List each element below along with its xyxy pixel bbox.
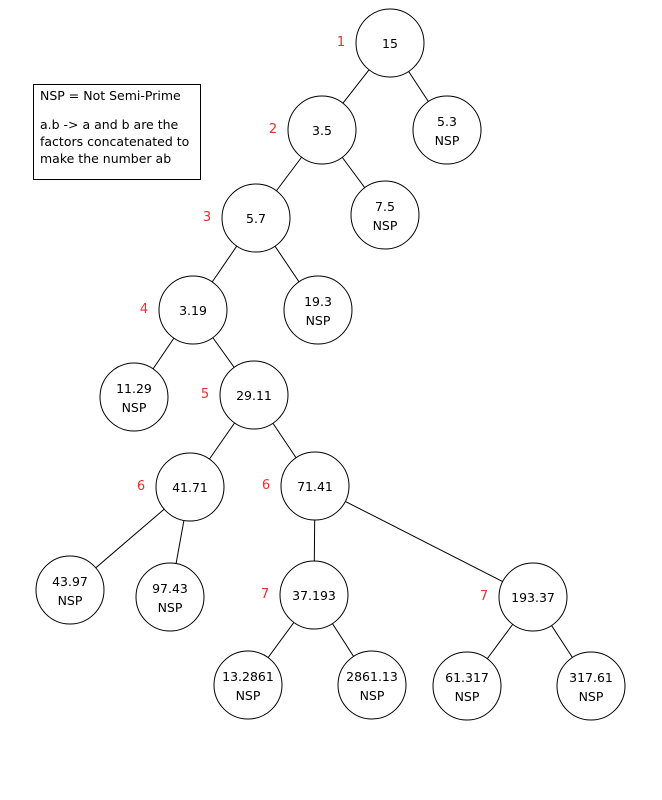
tree-node: 3.19 4	[140, 275, 228, 345]
node-circle	[155, 452, 225, 522]
step-number: 7	[261, 587, 269, 602]
node-nsp-label: NSP	[122, 400, 147, 415]
node-circle	[355, 8, 425, 78]
step-number: 5	[201, 387, 209, 402]
node-value: 5.3	[437, 114, 457, 129]
node-nsp-label: NSP	[435, 133, 460, 148]
node-circle	[158, 275, 228, 345]
node-circle	[287, 95, 357, 165]
node-value: 11.29	[116, 381, 152, 396]
node-circle	[283, 275, 353, 345]
node-circle	[221, 183, 291, 253]
node-nsp-label: NSP	[360, 688, 385, 703]
node-nsp-label: NSP	[455, 689, 480, 704]
tree-node: 15 1	[337, 8, 425, 78]
node-value: 61.317	[445, 670, 489, 685]
step-number: 3	[203, 210, 211, 225]
node-value: 29.11	[236, 388, 272, 403]
node-value: 15	[382, 36, 398, 51]
legend-box: NSP = Not Semi-Prime a.b -> a and b are …	[33, 84, 201, 180]
node-circle	[556, 651, 626, 721]
node-circle	[219, 360, 289, 430]
node-value: 37.193	[292, 588, 336, 603]
node-circle	[350, 180, 420, 250]
node-value: 5.7	[246, 211, 266, 226]
node-value: 13.2861	[222, 669, 274, 684]
node-circle	[280, 451, 350, 521]
tree-edge	[314, 485, 534, 598]
node-nsp-label: NSP	[158, 600, 183, 615]
node-circle	[99, 362, 169, 432]
node-circle	[337, 650, 407, 720]
tree-node: 37.193 7	[261, 560, 349, 630]
legend-notation-line-1: a.b -> a and b are the	[40, 117, 179, 132]
step-number: 6	[262, 478, 270, 493]
tree-node: 41.71 6	[137, 452, 225, 522]
tree-node: 3.52	[269, 95, 357, 165]
tree-node: 5.73	[203, 183, 291, 253]
node-nsp-label: NSP	[579, 689, 604, 704]
node-circle	[135, 562, 205, 632]
node-value: 41.71	[172, 480, 208, 495]
node-nsp-label: NSP	[58, 593, 83, 608]
step-number: 1	[337, 35, 345, 50]
node-circle	[432, 651, 502, 721]
step-number: 7	[480, 589, 488, 604]
node-circle	[279, 560, 349, 630]
node-value: 7.5	[375, 199, 395, 214]
node-value: 193.37	[511, 590, 555, 605]
node-value: 3.19	[179, 303, 207, 318]
node-value: 19.3	[304, 294, 332, 309]
node-circle	[498, 562, 568, 632]
legend-nsp-definition: NSP = Not Semi-Prime	[40, 88, 181, 103]
step-number: 4	[140, 302, 148, 317]
tree-node: 193.37 7	[480, 562, 568, 632]
tree-node: 71.41 6	[262, 451, 350, 521]
node-value: 71.41	[297, 479, 333, 494]
tree-nodes: 1513.525.3NSP5.737.5NSP3.19419.3NSP11.29…	[35, 8, 626, 721]
node-circle	[35, 555, 105, 625]
step-number: 2	[269, 122, 277, 137]
node-nsp-label: NSP	[373, 218, 398, 233]
step-number: 6	[137, 479, 145, 494]
node-value: 97.43	[152, 581, 188, 596]
node-value: 43.97	[52, 574, 88, 589]
node-nsp-label: NSP	[306, 313, 331, 328]
legend-notation-line-2: factors concatenated to	[40, 134, 190, 149]
node-circle	[213, 650, 283, 720]
node-value: 2861.13	[346, 669, 398, 684]
node-value: 317.61	[569, 670, 613, 685]
legend-notation-line-3: make the number ab	[40, 151, 172, 166]
node-nsp-label: NSP	[236, 688, 261, 703]
node-circle	[412, 95, 482, 165]
tree-node: 29.11 5	[201, 360, 289, 430]
node-value: 3.5	[312, 123, 332, 138]
